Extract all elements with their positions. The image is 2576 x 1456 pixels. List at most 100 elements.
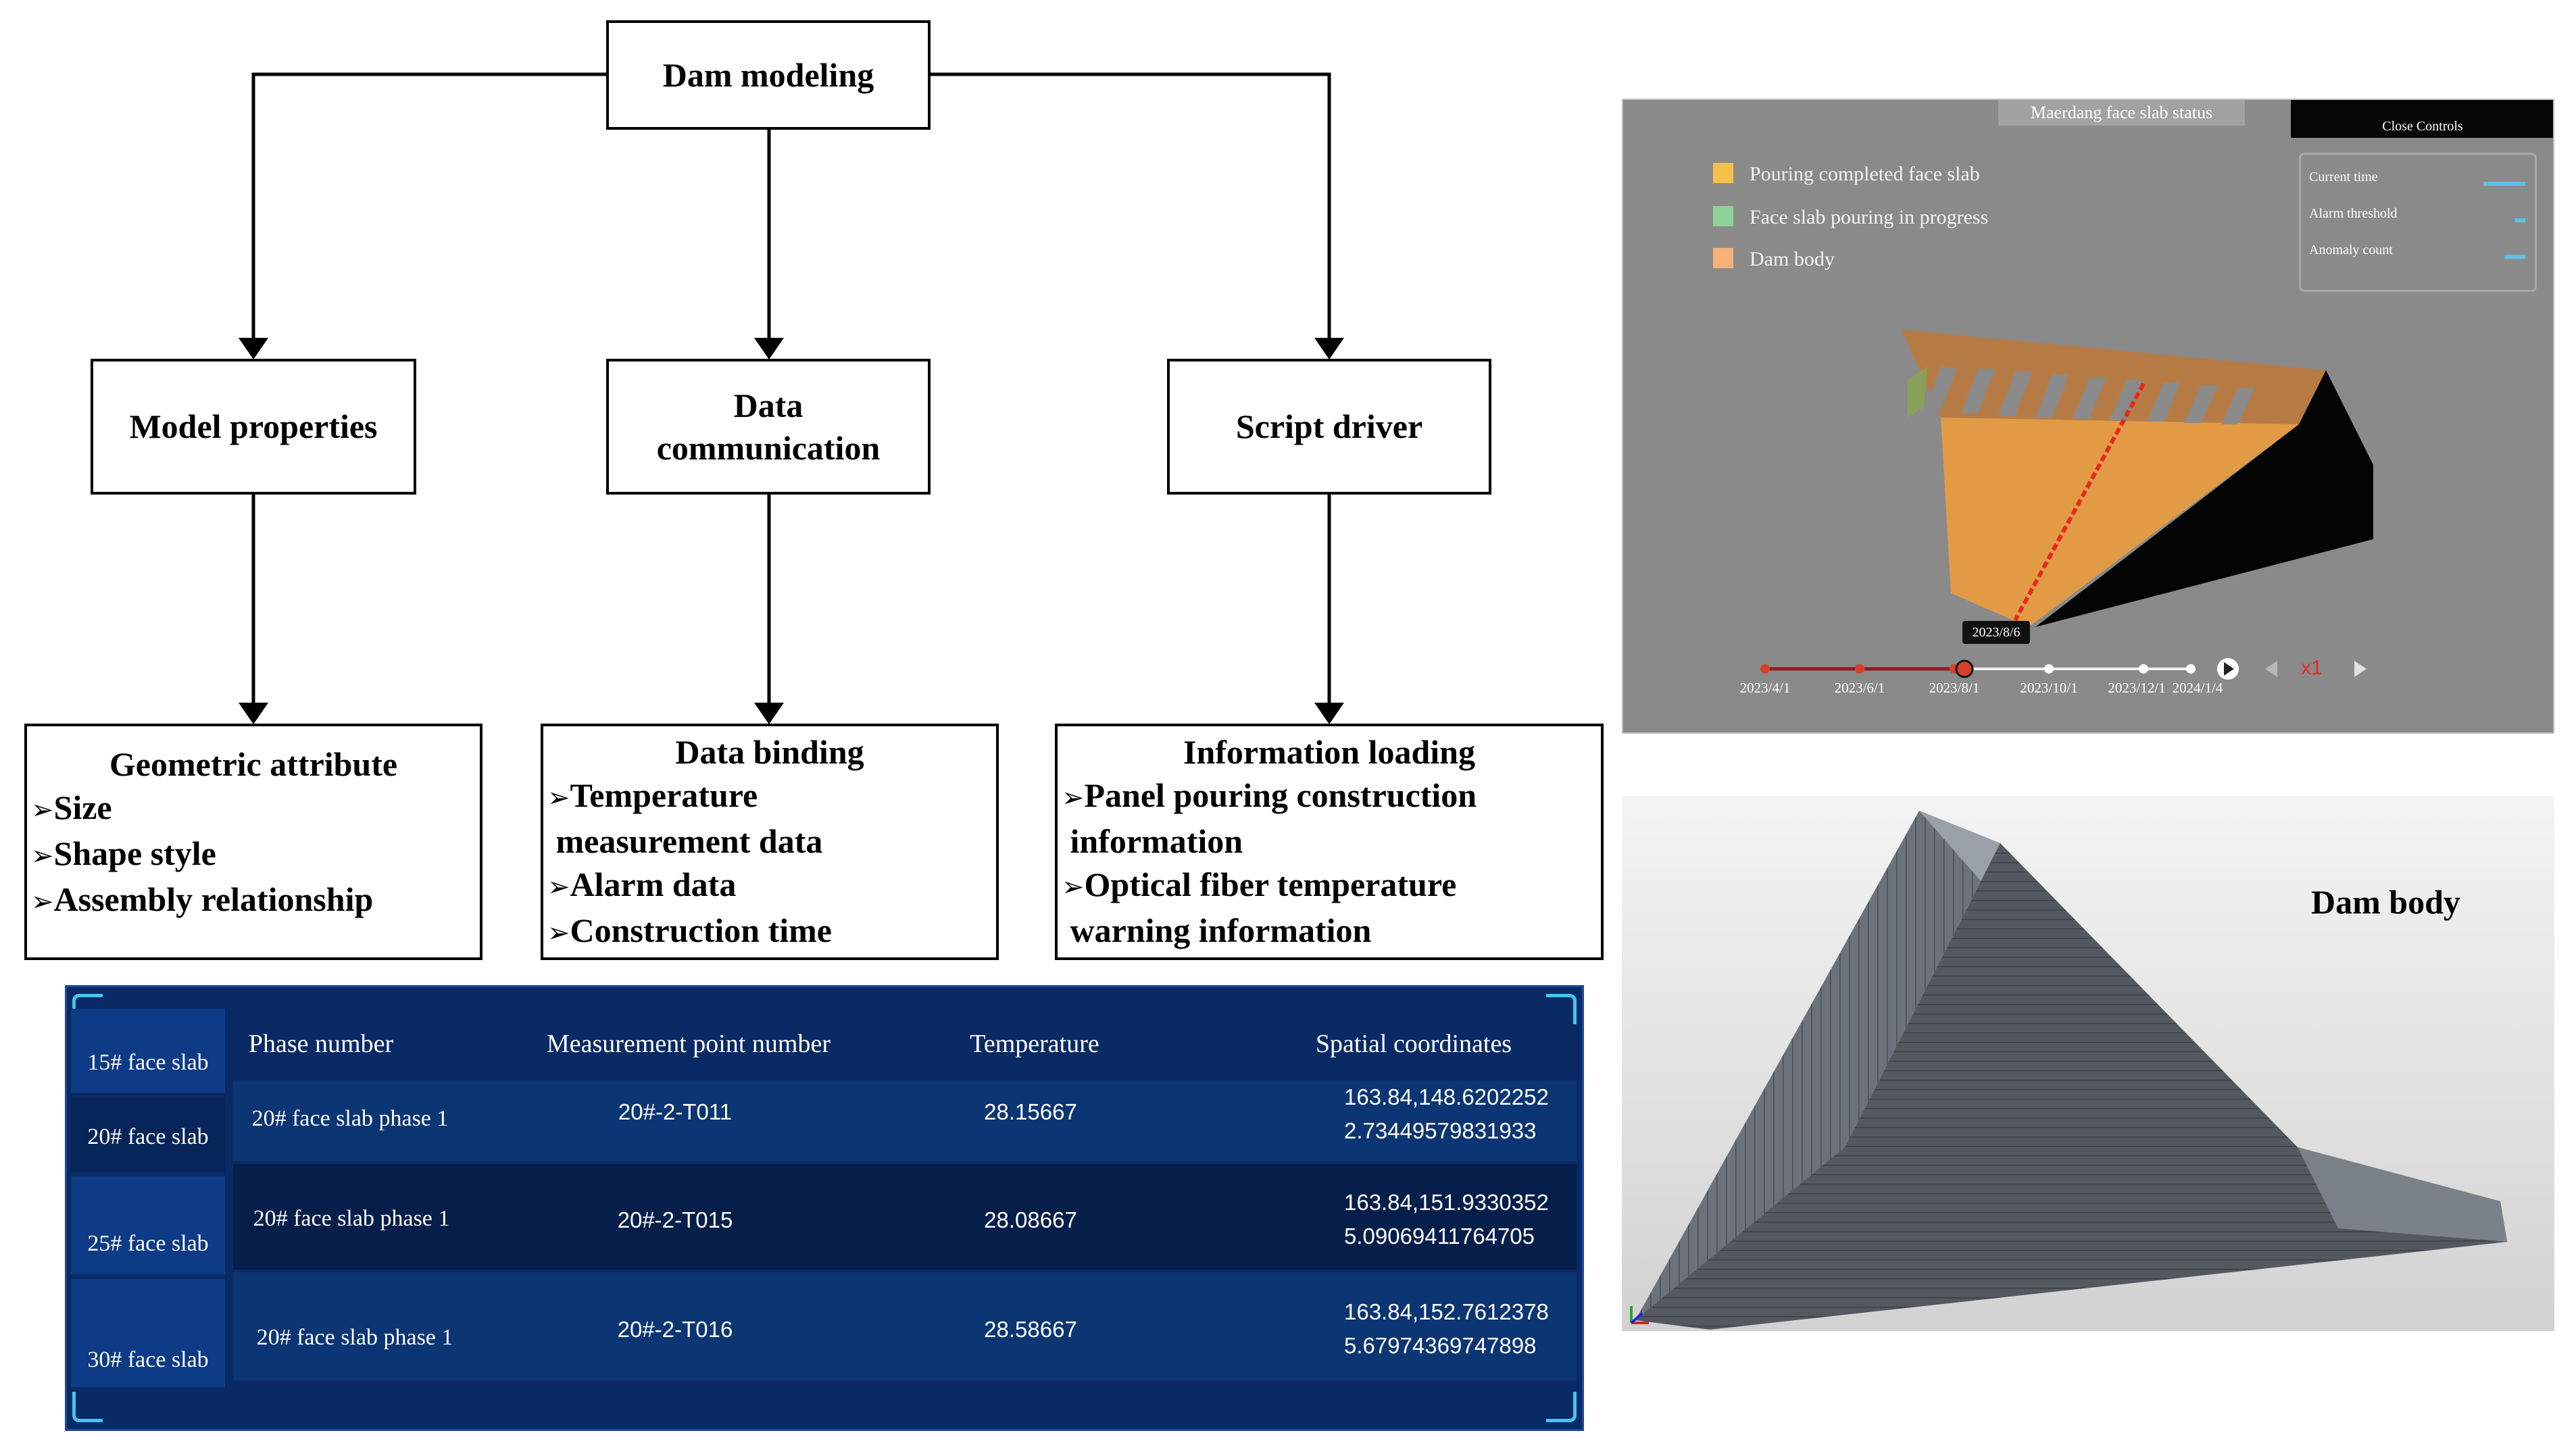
- timeline-dot: [1855, 664, 1864, 674]
- timeline-date[interactable]: 2024/1/4: [2172, 680, 2223, 696]
- detail-item-text: Panel pouring construction information: [1070, 776, 1477, 860]
- side-tab-label: 30# face slab: [87, 1347, 209, 1372]
- cell-point: 20#-2-T016: [617, 1317, 733, 1342]
- bullet-arrow-icon: ➢: [31, 840, 54, 872]
- table-row[interactable]: [233, 1164, 1577, 1270]
- detail-data-binding: Data binding ➢ Temperature measurement da…: [541, 724, 999, 960]
- side-tab-25[interactable]: 25# face slab: [71, 1176, 225, 1274]
- side-tab-15[interactable]: 15# face slab: [71, 1009, 225, 1093]
- coord-line: 5.67974369747898: [1344, 1333, 1537, 1358]
- detail-item: ➢Optical fiber temperature warning infor…: [1058, 863, 1601, 952]
- header-phase-number: Phase number: [248, 1030, 394, 1058]
- coord-line: 163.84,148.6202252: [1344, 1084, 1549, 1109]
- coord-line: 5.09069411764705: [1344, 1224, 1535, 1249]
- node-label: Data communication: [656, 386, 881, 467]
- legend-swatch: [1713, 163, 1733, 183]
- dam-body-model: [1630, 811, 2507, 1330]
- play-icon-triangle: [2224, 662, 2234, 676]
- header-measurement-point: Measurement point number: [546, 1030, 831, 1058]
- detail-geometric-attribute: Geometric attribute ➢Size ➢Shape style ➢…: [24, 724, 482, 960]
- arrow-root-to-model-properties: [251, 72, 606, 347]
- root-node-dam-modeling: Dam modeling: [606, 20, 931, 130]
- root-node-label: Dam modeling: [662, 55, 874, 94]
- node-label: Model properties: [129, 407, 378, 446]
- face-slab-status-dashboard: Maerdang face slab status Close Controls…: [1622, 99, 2554, 734]
- cell-point: 20#-2-T011: [618, 1099, 733, 1124]
- arrowhead-4: [239, 703, 268, 724]
- node-model-properties: Model properties: [91, 359, 416, 495]
- side-tab-20[interactable]: 20# face slab: [71, 1097, 225, 1172]
- arrowhead-6: [1314, 703, 1344, 724]
- table-row[interactable]: [233, 1080, 1577, 1161]
- slab-in-progress: [1907, 367, 1927, 418]
- detail-title: Geometric attribute: [109, 745, 398, 783]
- cell-coordinates: 163.84,152.7612378 5.67974369747898: [1344, 1295, 1549, 1363]
- info-label-alarm-threshold: Alarm threshold: [2309, 206, 2398, 221]
- bullet-arrow-icon: ➢: [547, 872, 570, 903]
- cell-phase: 20# face slab phase 1: [256, 1325, 453, 1350]
- dam-upstream-slope: [1635, 811, 2000, 1320]
- bullet-arrow-icon: ➢: [1062, 782, 1085, 813]
- coord-line: 163.84,152.7612378: [1344, 1299, 1549, 1324]
- header-temperature: Temperature: [970, 1030, 1099, 1058]
- legend-label: Pouring completed face slab: [1750, 163, 1980, 185]
- legend-item-in-progress: Face slab pouring in progress: [1713, 204, 1988, 231]
- cell-temperature: 28.58667: [984, 1317, 1077, 1342]
- cell-temperature: 28.08667: [984, 1207, 1077, 1232]
- bullet-arrow-icon: ➢: [31, 795, 54, 826]
- side-tab-label: 20# face slab: [87, 1124, 209, 1149]
- timeline-date[interactable]: 2023/12/1: [2108, 680, 2166, 696]
- slab-slots: [1924, 367, 2255, 424]
- dam-dark-side: [2035, 370, 2373, 627]
- legend-item-dam-body: Dam body: [1713, 246, 1835, 273]
- side-tab-label: 15# face slab: [87, 1050, 209, 1075]
- timeline-date[interactable]: 2023/8/1: [1929, 680, 1980, 696]
- speed-indicator[interactable]: x1: [2301, 657, 2323, 679]
- coord-line: 163.84,151.9330352: [1344, 1190, 1549, 1215]
- arrowhead-2: [754, 338, 784, 359]
- detail-title: Information loading: [1183, 733, 1475, 771]
- timeline-dot: [2139, 664, 2148, 674]
- arrowhead-3: [1314, 338, 1344, 359]
- detail-item: ➢Shape style: [27, 832, 480, 878]
- arrowhead-1: [239, 338, 268, 359]
- side-tab-label: 25# face slab: [87, 1231, 209, 1256]
- arrow-root-to-script-driver: [931, 72, 1331, 347]
- timeline-date[interactable]: 2023/4/1: [1739, 680, 1791, 696]
- axis-z-icon: [1630, 1312, 1643, 1324]
- dam-downstream-body: [1635, 843, 2507, 1330]
- detail-item: ➢Size: [27, 786, 480, 832]
- timeline-date[interactable]: 2023/10/1: [2020, 680, 2078, 696]
- coord-line: 2.73449579831933: [1344, 1118, 1537, 1143]
- cell-point: 20#-2-T015: [617, 1207, 733, 1232]
- fiber-alarm-line: [2013, 382, 2146, 622]
- legend-item-poured: Pouring completed face slab: [1713, 161, 1980, 188]
- detail-title: Data binding: [675, 733, 864, 771]
- timeline-handle: [1955, 659, 1974, 678]
- detail-item-text: Size: [53, 788, 112, 826]
- detail-item: ➢Panel pouring construction information: [1058, 774, 1601, 863]
- dam-3d-render: [1760, 330, 2373, 680]
- corner-decoration: [72, 1392, 103, 1422]
- dam-body-model-view: Dam body: [1622, 796, 2554, 1331]
- legend-label: Dam body: [1750, 248, 1835, 270]
- temperature-data-table: 15# face slab 20# face slab 25# face sla…: [65, 985, 1584, 1431]
- close-controls-button[interactable]: Close Controls: [2291, 100, 2553, 138]
- detail-item-text: Alarm data: [570, 865, 737, 903]
- legend-swatch: [1713, 248, 1733, 268]
- info-value-anomaly-count: ▂▂: [2504, 244, 2525, 259]
- detail-item: ➢Assembly relationship: [27, 878, 480, 924]
- info-value-current-time: ▂▂▂▂: [2483, 171, 2525, 186]
- table-row[interactable]: [233, 1272, 1577, 1380]
- detail-item-text: Optical fiber temperature warning inform…: [1070, 865, 1457, 949]
- cell-phase: 20# face slab phase 1: [251, 1106, 449, 1131]
- node-label: Script driver: [1235, 407, 1423, 446]
- side-tab-30[interactable]: 30# face slab: [71, 1279, 225, 1387]
- step-back-icon: [2265, 661, 2277, 677]
- header-spatial-coordinates: Spatial coordinates: [1315, 1030, 1512, 1058]
- detail-item-text: Temperature measurement data: [555, 776, 823, 860]
- timeline-date[interactable]: 2023/6/1: [1834, 680, 1885, 696]
- flowchart-connectors: [239, 72, 1344, 724]
- corner-decoration: [1546, 1392, 1577, 1422]
- detail-item: ➢Alarm data: [543, 863, 996, 909]
